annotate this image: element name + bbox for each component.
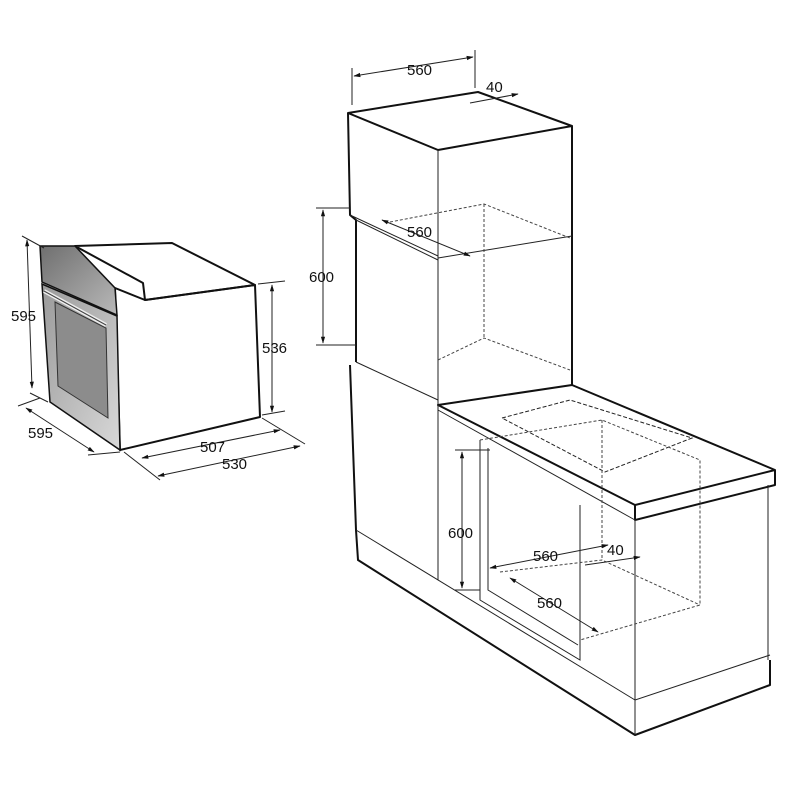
tall-niche-height-label: 600 xyxy=(309,269,334,286)
cabinet-dimension-lines xyxy=(316,50,641,633)
tall-cabinet xyxy=(347,91,573,405)
base-niche-depth-label: 560 xyxy=(537,595,562,612)
oven-height-label: 595 xyxy=(11,308,36,325)
tall-niche-depth-label: 560 xyxy=(407,224,432,241)
oven-width-label: 595 xyxy=(28,425,53,442)
base-cabinet xyxy=(349,364,776,736)
base-gap-label: 40 xyxy=(607,542,624,559)
oven-side xyxy=(114,284,261,451)
oven-drawing xyxy=(39,242,261,452)
oven-control-panel xyxy=(39,245,118,317)
oven-depth-body-label: 507 xyxy=(200,439,225,456)
oven-window xyxy=(54,301,109,419)
oven-body-height-label: 536 xyxy=(262,340,287,357)
oven-depth-total-label: 530 xyxy=(222,456,247,473)
base-niche-height-label: 600 xyxy=(448,525,473,542)
oven-dimension-lines xyxy=(17,235,306,481)
tall-gap-label: 40 xyxy=(486,79,503,96)
tall-width-label: 560 xyxy=(407,62,432,79)
base-niche-width-label: 560 xyxy=(533,548,558,565)
